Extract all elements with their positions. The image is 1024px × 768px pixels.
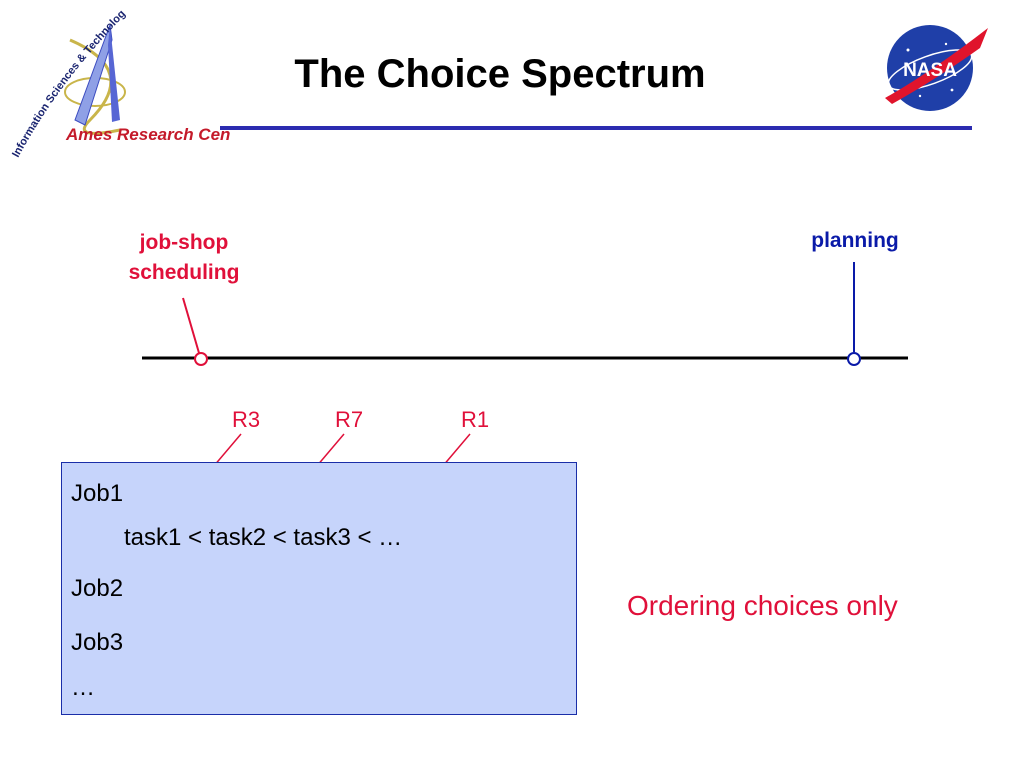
job-shop-pointer bbox=[182, 297, 200, 354]
relation-label: R7 bbox=[335, 407, 364, 432]
job-shop-marker bbox=[194, 352, 208, 366]
nasa-meatball-icon: NASA bbox=[885, 25, 988, 111]
ames-name: Ames Research Center bbox=[65, 125, 230, 144]
ordering-note: Ordering choices only bbox=[627, 590, 898, 621]
job3-label: Job3 bbox=[71, 629, 124, 656]
more-jobs-ellipsis: … bbox=[71, 674, 95, 701]
relation-label: R1 bbox=[461, 407, 490, 432]
job1-label: Job1 bbox=[71, 480, 124, 507]
ames-logo-graphic: Information Sciences & Technology Ames R… bbox=[0, 0, 230, 159]
job-list-box: Job1 task1 < task2 < task3 < … Job2 Job3… bbox=[61, 462, 577, 715]
job1-task-order: task1 < task2 < task3 < … bbox=[124, 524, 403, 551]
planning-marker bbox=[847, 352, 861, 366]
relation-label: R3 bbox=[232, 407, 261, 432]
job2-label: Job2 bbox=[71, 575, 124, 602]
job-shop-label-line1: job-shop bbox=[139, 231, 229, 254]
job-shop-label-line2: scheduling bbox=[128, 261, 240, 284]
planning-label: planning bbox=[811, 229, 899, 252]
title-divider bbox=[220, 126, 972, 130]
nasa-text: NASA bbox=[903, 60, 957, 81]
nasa-logo: NASA bbox=[880, 18, 990, 118]
job-shop-label: job-shop scheduling bbox=[94, 228, 274, 288]
page-title: The Choice Spectrum bbox=[294, 52, 706, 96]
